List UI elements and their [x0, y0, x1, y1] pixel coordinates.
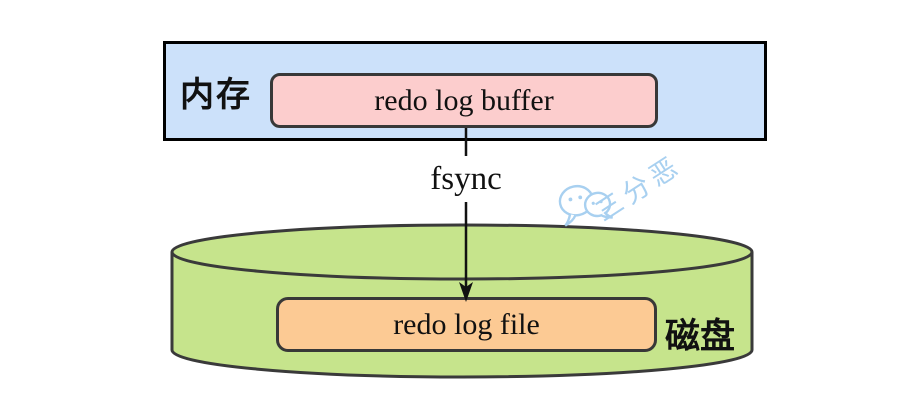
redo-log-file-label: redo log file — [393, 307, 540, 341]
wechat-icon — [558, 184, 613, 227]
memory-region: 内存 redo log buffer — [163, 41, 767, 141]
fsync-arrow — [459, 128, 473, 302]
redo-log-file-box: redo log file — [276, 297, 657, 352]
arrowhead-down-icon — [459, 282, 473, 302]
redo-log-buffer-box: redo log buffer — [270, 73, 658, 128]
disk-label: 磁盘 — [664, 316, 735, 356]
cylinder-top — [170, 223, 754, 281]
watermark-text: 三分恶 — [590, 149, 688, 228]
memory-label: 内存 — [180, 76, 252, 114]
fsync-label: fsync — [418, 156, 514, 202]
redo-log-buffer-label: redo log buffer — [374, 83, 554, 117]
